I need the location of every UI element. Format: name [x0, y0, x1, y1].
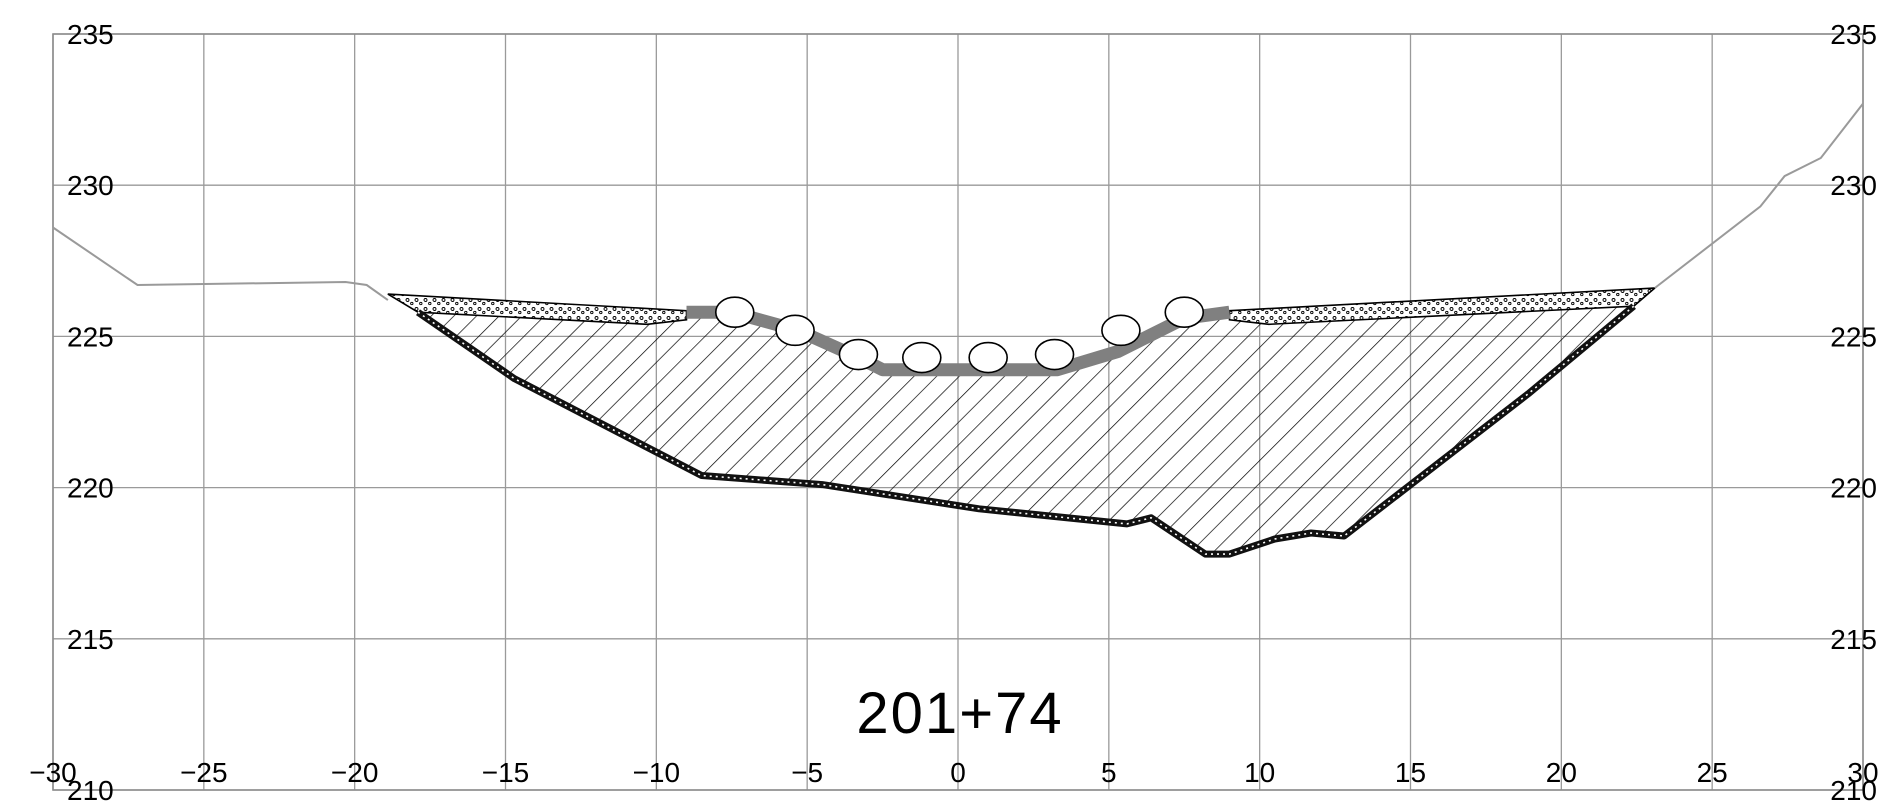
gravel-layer-left	[387, 293, 688, 326]
riprap-stone	[1034, 338, 1075, 371]
y-tick-label-right: 220	[1830, 473, 1877, 504]
y-tick-label-left: 235	[67, 19, 114, 50]
y-tick-label-left: 230	[67, 170, 114, 201]
y-tick-label-left: 220	[67, 473, 114, 504]
x-tick-label: 5	[1101, 757, 1117, 788]
x-tick-label: −5	[791, 757, 823, 788]
x-tick-label: −30	[29, 757, 77, 788]
riprap-stone	[1164, 296, 1205, 329]
x-tick-label: −15	[482, 757, 530, 788]
riprap-stone	[901, 341, 942, 374]
y-tick-label-right: 230	[1830, 170, 1877, 201]
axis-labels: −30 −25 −20 −15 −10 −5 0 5 10 15 20 25 30 235 230 225 22…	[29, 19, 1878, 806]
profile-lines	[52, 102, 1864, 558]
plot-frame	[52, 33, 1864, 791]
excavation-fill	[387, 287, 1658, 555]
x-tick-label: 20	[1546, 757, 1577, 788]
x-tick-label: 30	[1847, 757, 1878, 788]
excavation-hatch	[387, 288, 1655, 555]
riprap-stone	[714, 296, 755, 329]
x-tick-label: 25	[1697, 757, 1728, 788]
x-tick-label: 10	[1244, 757, 1275, 788]
excavation-bottom-texture	[417, 305, 1635, 555]
existing-ground-right	[1654, 102, 1864, 289]
riprap-stone	[838, 338, 879, 371]
y-tick-label-right: 235	[1830, 19, 1877, 50]
riprap-stone	[775, 314, 815, 347]
x-tick-label: 15	[1395, 757, 1426, 788]
y-tick-label-left: 215	[67, 624, 114, 655]
y-tick-label-left: 225	[67, 321, 114, 352]
x-tick-label: −25	[180, 757, 228, 788]
y-tick-label-right: 210	[1830, 775, 1877, 806]
y-tick-label-right: 215	[1830, 624, 1877, 655]
x-tick-label: 0	[950, 757, 966, 788]
riprap-stone	[1101, 314, 1141, 347]
riprap-stones	[714, 296, 1205, 374]
y-tick-label-right: 225	[1830, 321, 1877, 352]
y-tick-label-left: 210	[67, 775, 114, 806]
existing-ground-left	[52, 226, 389, 301]
x-tick-label: −20	[331, 757, 379, 788]
x-tick-label: −10	[633, 757, 681, 788]
riprap-stone	[968, 341, 1008, 374]
station-label: 201+74	[856, 681, 1063, 746]
riprap-bed	[686, 305, 1231, 377]
